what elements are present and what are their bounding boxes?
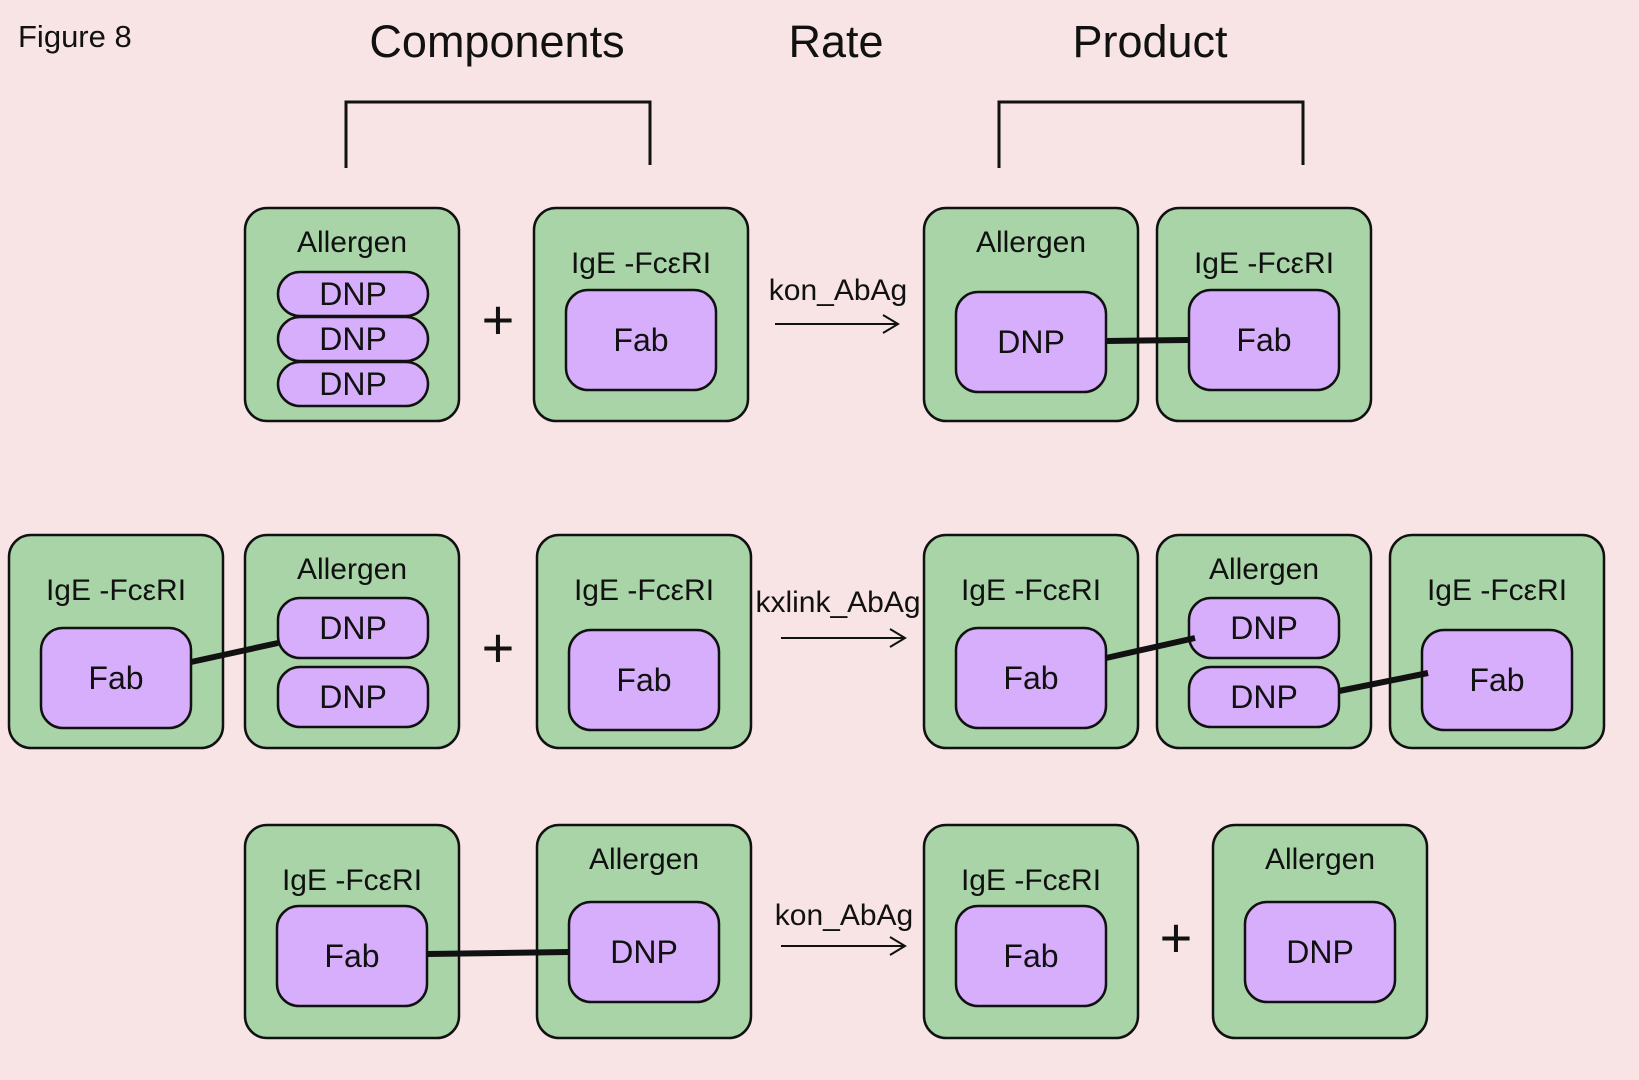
rate-constant: kxlink_AbAg [755, 586, 920, 619]
reaction-row-3: IgE -FcεRI Fab Allergen DNP kon_AbAg IgE… [243, 823, 1429, 1040]
site-label: DNP [1230, 610, 1298, 646]
components-bracket [344, 100, 652, 168]
ige-fceri-molecule: IgE -FcεRI Fab [532, 206, 750, 423]
allergen-molecule: Allergen DNP DNP [243, 533, 461, 750]
reaction-row-1: Allergen DNP DNP DNP + IgE -FcεRI Fab [243, 206, 1373, 423]
site-label: DNP [319, 610, 387, 646]
ige-fceri-molecule: IgE -FcεRI Fab [243, 823, 461, 1040]
allergen-molecule: Allergen DNP [535, 823, 753, 1040]
dnp-site: DNP [954, 290, 1108, 394]
fab-site: Fab [954, 626, 1108, 730]
dnp-site: DNP [1187, 665, 1341, 729]
site-label: DNP [319, 679, 387, 715]
site-label: Fab [1236, 322, 1291, 358]
fab-site: Fab [275, 904, 429, 1008]
reaction-row-2: IgE -FcεRI Fab Allergen DNP DNP + IgE -F… [7, 533, 1606, 750]
molecule-label: Allergen [1265, 843, 1375, 876]
molecule-label: Allergen [1209, 553, 1319, 586]
allergen-molecule: Allergen DNP DNP DNP [243, 206, 461, 423]
dnp-site: DNP [276, 270, 430, 318]
fab-site: Fab [567, 628, 721, 732]
molecule-label: IgE -FcεRI [1427, 574, 1567, 607]
site-label: Fab [1003, 938, 1058, 974]
dnp-site: DNP [276, 315, 430, 363]
plus-sign: + [482, 616, 515, 679]
plus-sign: + [1160, 906, 1193, 969]
bond-line [426, 949, 570, 957]
site-label: Fab [1469, 662, 1524, 698]
fab-site: Fab [1187, 288, 1341, 392]
ige-fceri-molecule: IgE -FcεRI Fab [1388, 533, 1606, 750]
header-components: Components [369, 16, 624, 67]
allergen-molecule: Allergen DNP DNP [1155, 533, 1373, 750]
allergen-molecule: Allergen DNP [1211, 823, 1429, 1040]
site-label: Fab [613, 322, 668, 358]
molecule-label: IgE -FcεRI [1194, 247, 1334, 280]
dnp-site: DNP [276, 596, 430, 660]
ige-fceri-molecule: IgE -FcεRI Fab [535, 533, 753, 750]
reaction-arrow [775, 314, 900, 334]
molecule-label: IgE -FcεRI [961, 864, 1101, 897]
bond-line [190, 640, 279, 665]
bond-line [1338, 670, 1429, 694]
molecule-label: IgE -FcεRI [282, 864, 422, 897]
molecule-label: Allergen [589, 843, 699, 876]
site-label: DNP [997, 324, 1065, 360]
site-label: DNP [1286, 934, 1354, 970]
rate-constant: kon_AbAg [769, 274, 907, 307]
header-product: Product [1072, 16, 1228, 67]
reaction-arrow [781, 936, 907, 956]
molecule-label: Allergen [976, 226, 1086, 259]
site-label: DNP [610, 934, 678, 970]
dnp-site: DNP [1187, 596, 1341, 660]
fab-site: Fab [954, 904, 1108, 1008]
molecule-label: Allergen [297, 226, 407, 259]
site-label: DNP [1230, 679, 1298, 715]
ige-fceri-molecule: IgE -FcεRI Fab [922, 823, 1140, 1040]
fab-site: Fab [39, 626, 193, 730]
molecule-label: Allergen [297, 553, 407, 586]
product-bracket [997, 100, 1305, 168]
ige-fceri-molecule: IgE -FcεRI Fab [922, 533, 1140, 750]
dnp-site: DNP [1243, 900, 1397, 1004]
molecule-label: IgE -FcεRI [571, 247, 711, 280]
fab-site: Fab [564, 288, 718, 392]
dnp-site: DNP [276, 665, 430, 729]
ige-fceri-molecule: IgE -FcεRI Fab [1155, 206, 1373, 423]
dnp-site: DNP [276, 360, 430, 408]
molecule-label: IgE -FcεRI [46, 574, 186, 607]
site-label: DNP [319, 276, 387, 312]
bond-line [1105, 635, 1196, 661]
bond-line [1105, 337, 1190, 344]
header-rate: Rate [788, 16, 883, 67]
site-label: Fab [324, 938, 379, 974]
site-label: Fab [616, 662, 671, 698]
site-label: DNP [319, 321, 387, 357]
molecule-label: IgE -FcεRI [574, 574, 714, 607]
ige-fceri-molecule: IgE -FcεRI Fab [7, 533, 225, 750]
figure-label: Figure 8 [18, 19, 132, 54]
reaction-arrow [781, 628, 907, 648]
fab-site: Fab [1420, 628, 1574, 732]
dnp-site: DNP [567, 900, 721, 1004]
plus-sign: + [482, 288, 515, 351]
allergen-molecule: Allergen DNP [922, 206, 1140, 423]
site-label: Fab [1003, 660, 1058, 696]
rate-constant: kon_AbAg [775, 899, 913, 932]
site-label: Fab [88, 660, 143, 696]
molecule-label: IgE -FcεRI [961, 574, 1101, 607]
site-label: DNP [319, 366, 387, 402]
